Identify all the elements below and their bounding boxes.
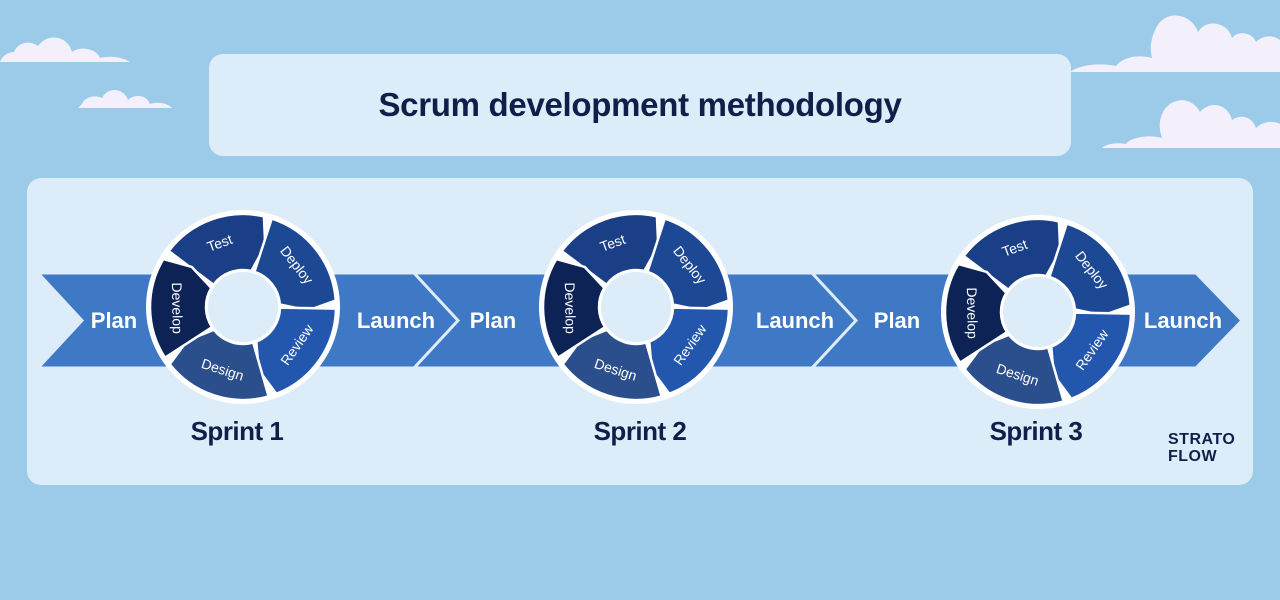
plan-label-1: Plan xyxy=(91,308,137,333)
cloud-top-left xyxy=(0,37,130,62)
phase-segment-deploy xyxy=(645,216,731,312)
sprint-1-label: Sprint 1 xyxy=(190,416,284,446)
cycle-center-2 xyxy=(599,270,673,344)
cloud-top-right xyxy=(1070,15,1280,72)
launch-label-1: Launch xyxy=(357,308,435,333)
phase-label-develop: Develop xyxy=(169,282,186,334)
diagram-title: Scrum development methodology xyxy=(378,86,902,123)
phase-segment-deploy xyxy=(252,216,338,312)
cycle-center-1 xyxy=(206,270,280,344)
phase-label-develop: Develop xyxy=(964,287,981,339)
phase-label-develop: Develop xyxy=(562,282,579,334)
title-banner: Scrum development methodology xyxy=(209,54,1071,156)
cloud-left-small xyxy=(78,89,172,108)
phase-segment-design xyxy=(963,333,1066,407)
launch-label-2: Launch xyxy=(756,308,834,333)
sprint-2-label: Sprint 2 xyxy=(593,416,687,446)
plan-label-2: Plan xyxy=(470,308,516,333)
sprint-3-label: Sprint 3 xyxy=(989,416,1083,446)
logo-line-1: STRATO xyxy=(1168,431,1236,448)
launch-label-3: Launch xyxy=(1144,308,1222,333)
cycle-center-3 xyxy=(1001,275,1075,349)
logo-line-2: FLOW xyxy=(1168,448,1218,465)
cloud-right xyxy=(1102,100,1280,148)
strato-flow-logo: STRATO FLOW xyxy=(1168,431,1235,465)
plan-label-3: Plan xyxy=(874,308,920,333)
arrow-labels: Plan Launch Plan Launch Plan Launch xyxy=(91,308,1222,333)
